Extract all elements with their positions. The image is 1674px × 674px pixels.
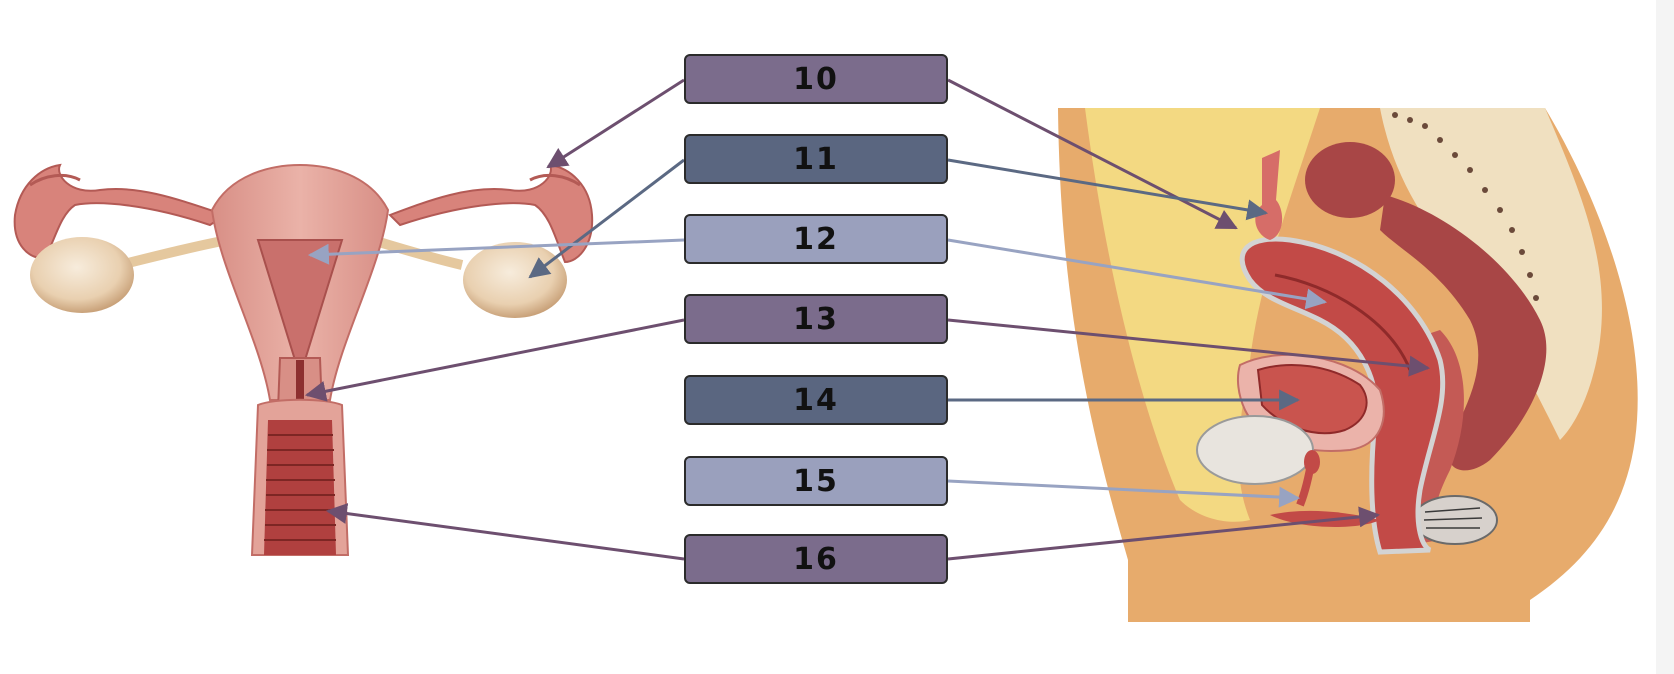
label-text-10: 10: [793, 61, 839, 97]
pubic-bone: [1196, 415, 1314, 485]
leader-12-left: [307, 238, 685, 265]
label-box-13: 13: [684, 294, 948, 344]
label-box-15: 15: [684, 456, 948, 506]
leader-lines: [304, 78, 1431, 561]
leader-12-right: [947, 238, 1328, 310]
label-box-12: 12: [684, 214, 948, 264]
label-text-14: 14: [793, 382, 839, 418]
leader-16-right: [947, 506, 1381, 561]
left-fallopian-tube: [13, 163, 228, 260]
frontal-uterus-illustration: [13, 163, 594, 556]
leader-10-right: [947, 78, 1238, 230]
label-text-16: 16: [793, 541, 839, 577]
sagittal-section-illustration: [1058, 108, 1638, 622]
leader-10-left: [546, 78, 685, 169]
label-text-11: 11: [793, 141, 839, 177]
label-text-15: 15: [793, 463, 839, 499]
leader-13-left: [304, 318, 685, 402]
sagittal-uterus: [1239, 236, 1446, 555]
leader-13-right: [947, 318, 1431, 377]
leader-16-left: [325, 503, 685, 561]
label-text-13: 13: [793, 301, 839, 337]
leader-11-left: [528, 158, 685, 279]
bowel-upper: [1305, 142, 1395, 218]
leader-11-right: [947, 158, 1269, 221]
right-fallopian-tube: [388, 163, 594, 264]
label-box-11: 11: [684, 134, 948, 184]
sigmoid-colon: [1380, 195, 1547, 471]
label-box-14: 14: [684, 375, 948, 425]
label-box-16: 16: [684, 534, 948, 584]
left-ovary: [30, 237, 134, 313]
label-box-10: 10: [684, 54, 948, 104]
right-ovary: [463, 242, 567, 318]
leader-15-right: [947, 479, 1301, 508]
page-scrollbar[interactable]: [1656, 0, 1674, 674]
label-text-12: 12: [793, 221, 839, 257]
